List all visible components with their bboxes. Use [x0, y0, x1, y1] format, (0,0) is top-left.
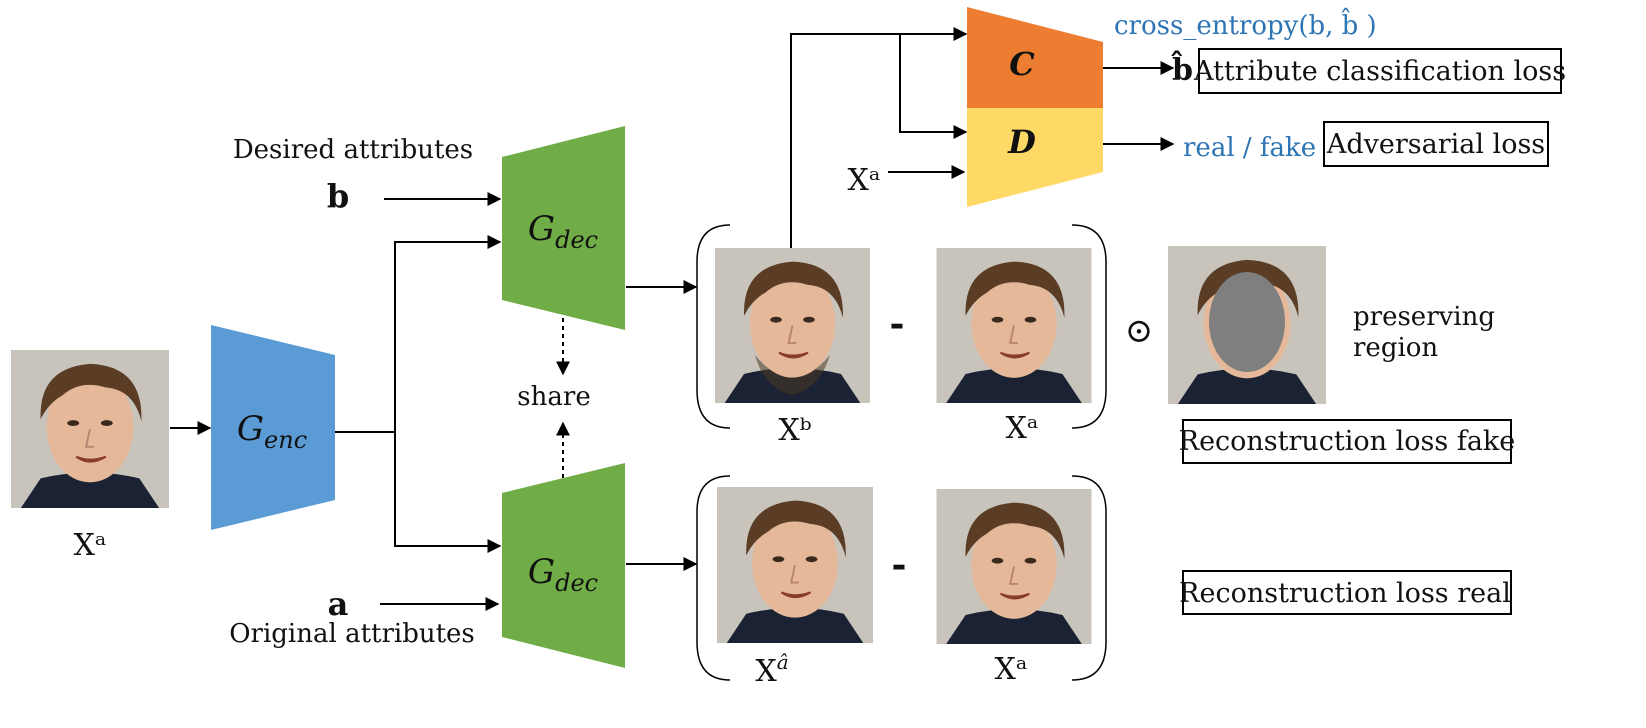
classifier-label: C: [1009, 45, 1035, 83]
share-label: share: [517, 382, 590, 412]
svg-text:Gdec: Gdec: [528, 552, 598, 597]
arrow-fake-to-discriminator: [899, 34, 968, 139]
desired-attributes-symbol: b: [327, 177, 349, 215]
adversarial-loss-box: Adversarial loss: [1323, 121, 1549, 167]
recon-real-loss-box: Reconstruction loss real: [1179, 570, 1512, 615]
original-image-fake-row: [935, 248, 1093, 403]
real-row-original-label: Xᵃ: [995, 652, 1028, 687]
preserving-region-image: [1168, 246, 1326, 404]
decoder-bottom: Gdec: [502, 463, 625, 668]
encoder-subscript: enc: [264, 426, 307, 454]
encoder-name: G: [237, 409, 264, 449]
desired-attributes-label: Desired attributes: [233, 135, 473, 165]
original-image-real-row: [935, 489, 1093, 644]
decoder-bottom-subscript: dec: [555, 569, 598, 597]
reconstructed-image-label: Xâ: [755, 650, 788, 689]
discriminator-label: D: [1007, 123, 1036, 161]
region-label: region: [1353, 333, 1438, 363]
decoder-top: Gdec: [502, 126, 625, 330]
original-attributes-symbol: a: [328, 585, 349, 623]
classifier-block: C: [967, 7, 1103, 108]
input-image-label: Xᵃ: [74, 528, 107, 563]
arrow-fake-to-classifier: [790, 27, 968, 248]
arrow-encoder-to-decoder-top: [335, 235, 502, 433]
recon-fake-loss-box: Reconstruction loss fake: [1179, 419, 1516, 464]
discriminator-extra-input-label: Xᵃ: [848, 163, 881, 198]
attribute-loss-text: Attribute classification loss: [1193, 56, 1566, 87]
odot-operator: ⊙: [1125, 311, 1154, 351]
arrow-encoder-to-decoder-bottom: [394, 432, 502, 553]
decoder-top-name: G: [528, 209, 555, 249]
attribute-loss-box: Attribute classification loss: [1193, 48, 1566, 94]
discriminator-block: D: [967, 108, 1103, 207]
fake-row-brackets: [696, 224, 1107, 429]
fake-row-original-label: Xᵃ: [1006, 411, 1039, 446]
generated-image: [715, 248, 870, 403]
original-attributes-label: Original attributes: [229, 619, 475, 649]
decoder-bottom-name: G: [528, 552, 555, 592]
generated-image-label: Xᵇ: [778, 413, 811, 448]
encoder-block: Genc: [211, 325, 335, 530]
recon-real-loss-text: Reconstruction loss real: [1179, 578, 1511, 609]
adversarial-loss-text: Adversarial loss: [1326, 129, 1545, 160]
b-hat-label: b̂: [1170, 51, 1193, 88]
cross-entropy-label: cross_entropy(b, b̂ ): [1114, 7, 1377, 41]
reconstructed-image: [716, 487, 874, 643]
reconstructed-image-label-base: X: [755, 654, 777, 689]
real-row-brackets: [696, 475, 1107, 681]
recon-fake-loss-text: Reconstruction loss fake: [1179, 426, 1516, 457]
input-image: [10, 350, 170, 508]
connectors: [170, 27, 1175, 611]
real-fake-label: real / fake: [1183, 133, 1316, 163]
fake-minus-sign: -: [890, 303, 905, 345]
decoder-top-subscript: dec: [555, 226, 598, 254]
svg-text:Gdec: Gdec: [528, 209, 598, 254]
reconstructed-image-label-sup: â: [777, 650, 789, 674]
real-minus-sign: -: [892, 544, 907, 586]
preserving-label: preserving: [1353, 302, 1495, 332]
svg-text:Genc: Genc: [237, 409, 307, 454]
